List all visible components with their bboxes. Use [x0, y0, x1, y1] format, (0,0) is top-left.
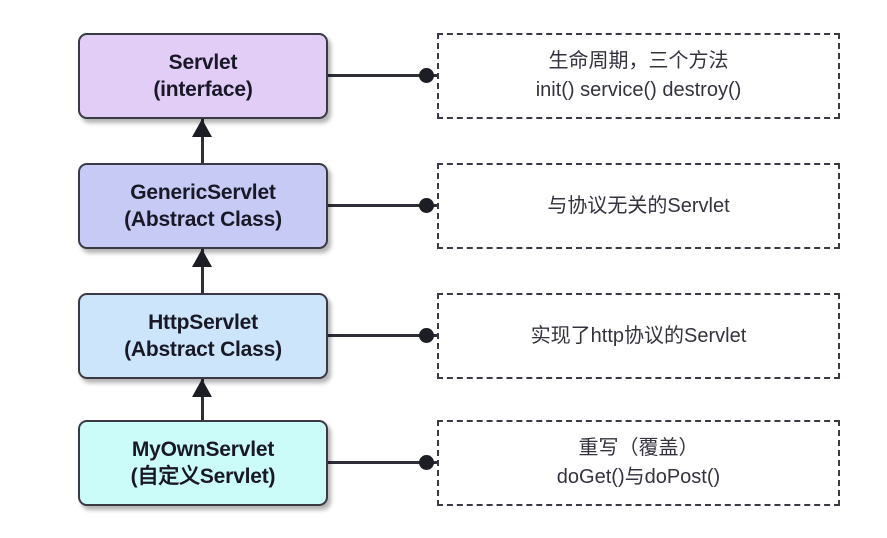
- note-box-my-own-servlet: 重写（覆盖） doGet()与doPost(): [437, 420, 840, 506]
- inheritance-line-myown-to-http: [201, 379, 204, 424]
- note-line-1-servlet: 生命周期，三个方法: [548, 50, 729, 72]
- inheritance-arrow-myown-to-http: [192, 379, 212, 397]
- note-link-dot-servlet: [419, 68, 434, 83]
- note-link-line-http-servlet: [328, 334, 440, 337]
- note-box-http-servlet: 实现了http协议的Servlet: [437, 293, 840, 379]
- note-link-dot-my-own-servlet: [419, 455, 434, 470]
- class-stereotype-http-servlet: (Abstract Class): [124, 338, 282, 361]
- note-line-1-http-servlet: 实现了http协议的Servlet: [530, 324, 747, 347]
- note-link-line-generic-servlet: [328, 204, 440, 207]
- class-box-http-servlet[interactable]: HttpServlet (Abstract Class): [78, 293, 328, 379]
- class-name-my-own-servlet: MyOwnServlet: [131, 437, 275, 461]
- class-stereotype-my-own-servlet: (自定义Servlet): [130, 465, 276, 488]
- note-box-generic-servlet: 与协议无关的Servlet: [437, 163, 840, 249]
- class-box-servlet[interactable]: Servlet (interface): [78, 33, 328, 119]
- note-link-dot-http-servlet: [419, 328, 434, 343]
- note-line-2-servlet: init() service() destroy(): [535, 79, 742, 101]
- class-box-generic-servlet[interactable]: GenericServlet (Abstract Class): [78, 163, 328, 249]
- inheritance-arrow-http-to-generic: [192, 249, 212, 267]
- note-line-1-my-own-servlet: 重写（覆盖）: [578, 437, 699, 459]
- note-box-servlet: 生命周期，三个方法 init() service() destroy(): [437, 33, 840, 119]
- class-name-servlet: Servlet: [168, 50, 238, 74]
- note-line-1-generic-servlet: 与协议无关的Servlet: [547, 194, 730, 217]
- class-box-my-own-servlet[interactable]: MyOwnServlet (自定义Servlet): [78, 420, 328, 506]
- class-stereotype-servlet: (interface): [153, 78, 253, 101]
- class-name-http-servlet: HttpServlet: [148, 310, 258, 334]
- inheritance-arrow-generic-to-servlet: [192, 119, 212, 137]
- class-name-generic-servlet: GenericServlet: [130, 180, 276, 204]
- inheritance-line-generic-to-servlet: [201, 119, 204, 164]
- class-stereotype-generic-servlet: (Abstract Class): [124, 208, 282, 231]
- note-link-dot-generic-servlet: [419, 198, 434, 213]
- note-line-2-my-own-servlet: doGet()与doPost(): [556, 466, 721, 488]
- note-link-line-my-own-servlet: [328, 461, 440, 464]
- note-link-line-servlet: [328, 74, 440, 77]
- inheritance-line-http-to-generic: [201, 249, 204, 294]
